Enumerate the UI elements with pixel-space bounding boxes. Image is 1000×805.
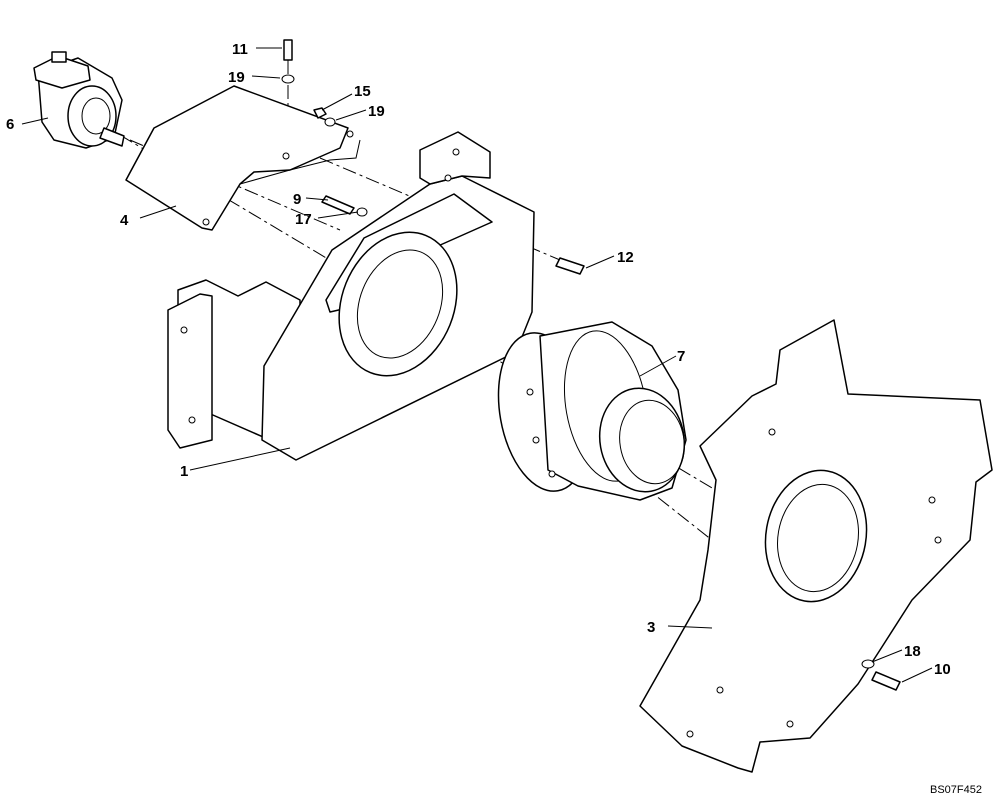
bolt-11: [283, 39, 293, 61]
callout-7: 7: [677, 348, 685, 365]
callout-10: 10: [934, 661, 951, 678]
callout-11: 11: [232, 41, 248, 58]
callout-19-top: 19: [228, 69, 245, 86]
bolt-9: [321, 195, 355, 215]
callout-17: 17: [295, 211, 312, 228]
bolt-12: [555, 257, 585, 275]
bolt-10: [871, 671, 901, 691]
washer-17: [356, 207, 368, 217]
mounting-plate-part-3: [639, 319, 993, 773]
housing-part-1: [167, 131, 535, 461]
callout-12: 12: [617, 249, 634, 266]
callout-9: 9: [293, 191, 301, 208]
callout-labels: 1 3 4 6 7 9 10 11 12 15 17 18 19 19: [6, 41, 951, 678]
final-drive-part-7: [497, 321, 687, 501]
callout-3: 3: [647, 619, 655, 636]
leader-lines: [21, 47, 933, 683]
callout-6: 6: [6, 116, 14, 133]
callout-1: 1: [180, 463, 188, 480]
callout-15: 15: [354, 83, 371, 100]
drawing-reference-code: BS07F452: [930, 784, 982, 796]
hydraulic-motor-part-6: [33, 51, 125, 149]
callout-19-right: 19: [368, 103, 385, 120]
cover-plate-part-4: [125, 85, 361, 231]
washer-19-right: [324, 117, 336, 127]
fasteners: [281, 39, 901, 691]
nut-15: [313, 107, 327, 119]
washer-18: [861, 659, 875, 669]
washer-19-top: [281, 74, 295, 84]
callout-18: 18: [904, 643, 921, 660]
callout-4: 4: [120, 212, 129, 229]
